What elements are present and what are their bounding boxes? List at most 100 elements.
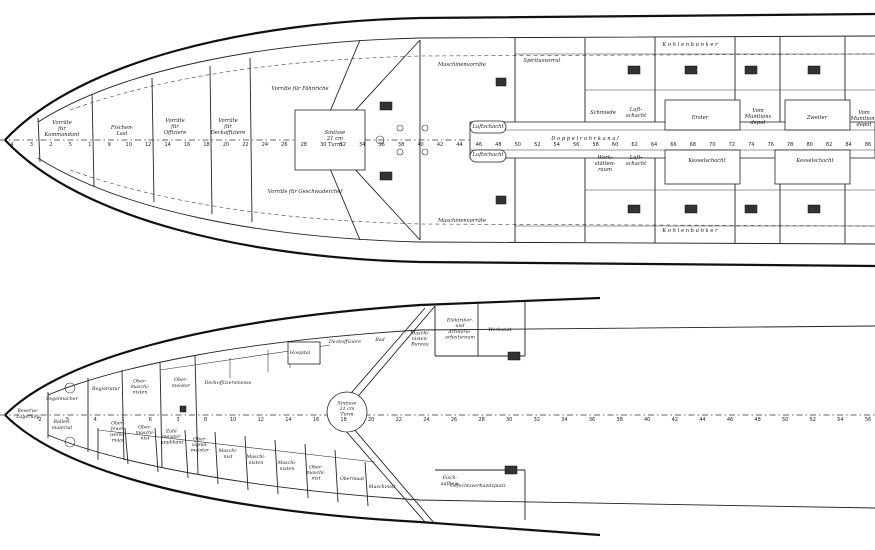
frame-number: 5 (66, 417, 69, 423)
frame-number: 66 (670, 142, 676, 148)
frame-number: 22 (242, 142, 248, 148)
frame-number: 44 (699, 417, 705, 423)
frame-number: 34 (561, 417, 567, 423)
frame-number: 16 (313, 417, 319, 423)
frame-number: 60 (612, 142, 618, 148)
frame-number: 56 (865, 417, 871, 423)
frame-number: 52 (534, 142, 540, 148)
label-werkstatt_lower: Werkstatt (488, 327, 512, 333)
frame-number: 38 (616, 417, 622, 423)
upper-boiler-shaft-1 (664, 149, 741, 185)
frame-number: 54 (554, 142, 560, 148)
frame-number: 18 (203, 142, 209, 148)
frame-number: 4 (94, 417, 97, 423)
frame-number: 5 (69, 142, 72, 148)
frame-number: 22 (396, 417, 402, 423)
frame-number: 14 (164, 142, 170, 148)
label-doppelrohr: D o p p e l r o h r k a n a l (550, 136, 619, 142)
frame-number: 86 (865, 142, 871, 148)
frame-number: 3 (176, 417, 179, 423)
frame-number: 48 (495, 142, 501, 148)
label-fischrest: Fisch-aufbew. (441, 475, 460, 487)
lower-hatches (64, 351, 521, 475)
frame-number: 70 (709, 142, 715, 148)
label-werkstatt: Werk-stätten-raum (595, 155, 615, 173)
frame-number: 72 (729, 142, 735, 148)
frame-number: 28 (301, 142, 307, 148)
frame-number: 44 (456, 142, 462, 148)
frame-number: 40 (417, 142, 423, 148)
label-maschinisten_bureau: Maschi-nisten-Bureau (409, 330, 430, 347)
frame-number: 74 (748, 142, 754, 148)
label-oberfeuer: Ober-feuer-werks-maat (110, 421, 127, 444)
frame-number: 38 (398, 142, 404, 148)
label-obermaat: Ober-maschi-nist (136, 424, 155, 441)
frame-number: 50 (782, 417, 788, 423)
frame-number: 32 (340, 142, 346, 148)
frame-number: 54 (837, 417, 843, 423)
lower-forward-turret (326, 391, 368, 433)
label-kohlen_top: K o h l e n b u n k e r (661, 42, 718, 48)
label-maschinisten2: Maschi-nisten (245, 454, 266, 466)
lower-inner-hull (47, 325, 875, 509)
frame-number: 30 (506, 417, 512, 423)
upper-boiler-room-1 (664, 99, 741, 131)
frame-number: 42 (672, 417, 678, 423)
frame-number: 12 (258, 417, 264, 423)
lower-labels: Reserve-LagerungSegelmacherRollen-materi… (15, 318, 512, 490)
frame-number: 14 (285, 417, 291, 423)
frame-number: 36 (589, 417, 595, 423)
label-zweiter: Zweiter (806, 115, 828, 121)
frame-number: 20 (368, 417, 374, 423)
frame-number: 12 (145, 142, 151, 148)
frame-number: 20 (223, 142, 229, 148)
frame-number: 30 (320, 142, 326, 148)
label-schmiede: Schmiede (590, 110, 616, 116)
label-luft1: Luft-schacht (626, 107, 647, 119)
frame-number: 76 (768, 142, 774, 148)
label-maschinen_top: Maschinenvorräte (437, 62, 486, 68)
frame-number: 26 (451, 417, 457, 423)
frame-number: 42 (437, 142, 443, 148)
label-reserve: Reserve-Lagerung (15, 408, 40, 420)
label-gefecht: Gefechtsverbandsplatz (450, 483, 506, 489)
label-segelmacher: Segelmacher (46, 396, 79, 402)
frame-number: 6 (149, 417, 152, 423)
frame-number: 46 (727, 417, 733, 423)
frame-number: 58 (592, 142, 598, 148)
frame-number: 10 (230, 417, 236, 423)
label-luftschacht_b: Luftschacht (471, 152, 504, 158)
frame-number: 52 (810, 417, 816, 423)
label-maschinist2: Maschi-nist (217, 448, 238, 460)
frame-number: 40 (644, 417, 650, 423)
label-maschinist_last: Maschinist (368, 484, 396, 490)
upper-hull-outline (4, 12, 875, 268)
label-fischen: Fischen-Last (110, 125, 134, 137)
frame-number: 84 (845, 142, 851, 148)
frame-number: 10 (126, 142, 132, 148)
frame-number: 82 (826, 142, 832, 148)
label-deckoffiziersmesse: Deckoffiziersmesse (204, 380, 252, 386)
frame-number: 28 (478, 417, 484, 423)
label-hospital: Hospital (289, 350, 311, 356)
frame-number: 4 (10, 142, 13, 148)
label-maschinen_bot: Maschinenvorräte (437, 218, 486, 224)
frame-number: 62 (631, 142, 637, 148)
frame-number: 26 (281, 142, 287, 148)
label-kessel2: Kesselschacht (795, 158, 834, 164)
frame-number: 2 (38, 417, 41, 423)
frame-number: 48 (754, 417, 760, 423)
label-faehnriche: Vorräte für Fähnriche (271, 86, 328, 92)
frame-number: 46 (476, 142, 482, 148)
frame-number: 8 (204, 417, 207, 423)
